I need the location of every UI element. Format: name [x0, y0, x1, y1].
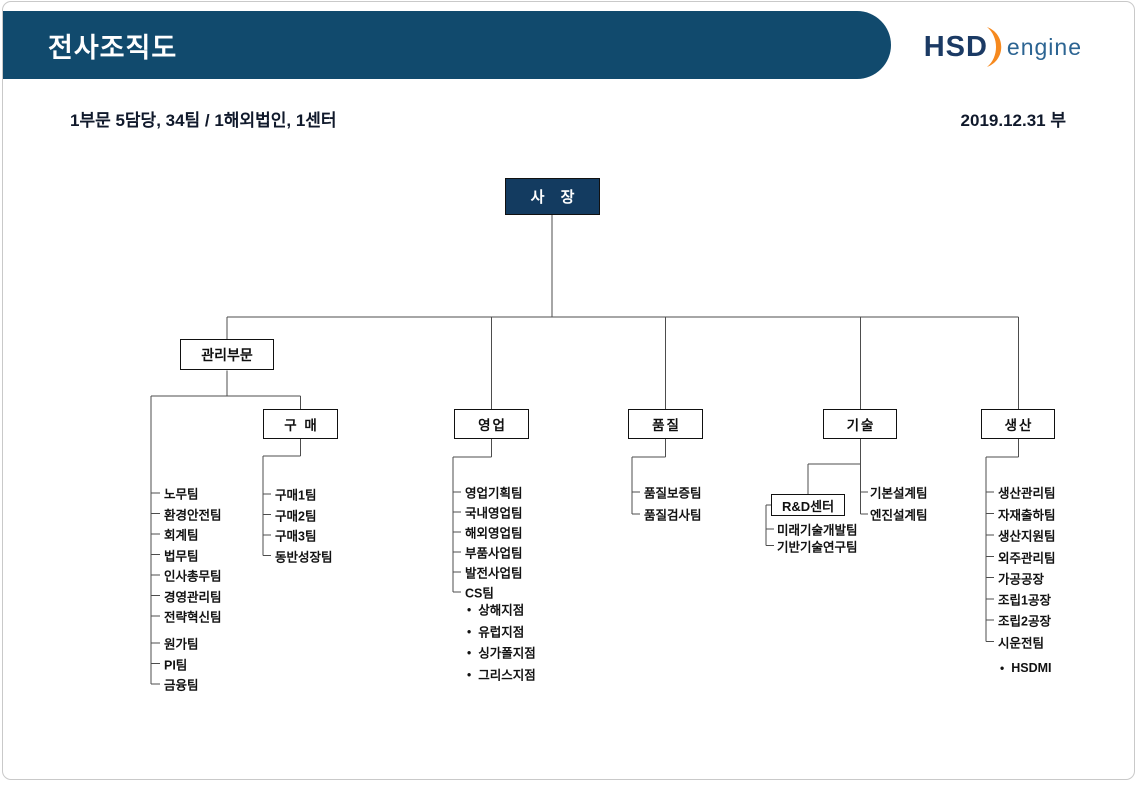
team-label: 원가팀: [164, 637, 199, 652]
team-label: PI팀: [164, 658, 188, 672]
subsidiary-label: • HSDMI: [1000, 661, 1051, 675]
team-label: CS팀: [465, 586, 494, 601]
team-label: 법무팀: [164, 549, 199, 563]
team-label: 조립2공장: [998, 614, 1051, 629]
effective-date: 2019.12.31 부: [960, 111, 1066, 130]
team-label: 발전사업팀: [465, 566, 523, 581]
technology-dept-box: 기술: [823, 409, 897, 439]
team-label: 품질보증팀: [644, 486, 702, 501]
header-banner: 전사조직도: [3, 11, 891, 79]
team-label: 노무팀: [164, 487, 199, 502]
branch-label: • 싱가폴지점: [467, 643, 536, 662]
team-label: 환경안전팀: [164, 508, 222, 522]
branch-name: 유럽지점: [478, 625, 525, 640]
sales-dept-box: 영업: [454, 409, 529, 439]
connector-lines: [150, 215, 1019, 685]
team-label: 가공공장: [998, 572, 1045, 586]
team-label: 생산관리팀: [998, 486, 1056, 501]
subsidiary-name: HSDMI: [1011, 660, 1052, 675]
team-label: 자재출하팀: [998, 508, 1056, 522]
team-label: 영업기획팀: [465, 486, 523, 501]
team-label: 구매2팀: [275, 509, 317, 523]
branch-name: 그리스지점: [478, 668, 536, 683]
production-dept-box: 생산: [981, 409, 1055, 439]
bullet-icon: •: [1000, 660, 1005, 675]
team-label: 동반성장팀: [275, 550, 333, 564]
bullet-icon: •: [467, 645, 472, 659]
team-label: 엔진설계팀: [870, 508, 928, 523]
page-title: 전사조직도: [48, 32, 178, 63]
hsd-engine-logo: HSD engine: [924, 26, 1082, 68]
team-label: 회계팀: [164, 528, 199, 543]
team-label: 경영관리팀: [164, 590, 222, 604]
team-label: 생산지원팀: [998, 529, 1056, 544]
president-box: 사 장: [505, 178, 600, 215]
bullet-icon: •: [467, 667, 472, 681]
branch-label: • 상해지점: [467, 600, 524, 619]
org-summary-text: 1부문 5담당, 34팀 / 1해외법인, 1센터: [70, 111, 337, 130]
team-label: 해외영업팀: [465, 526, 523, 541]
team-label: 조립1공장: [998, 593, 1051, 608]
branch-name: 싱가폴지점: [478, 646, 536, 661]
team-label: 인사총무팀: [164, 569, 222, 584]
admin-division-box: 관리부문: [180, 339, 274, 370]
team-label: 국내영업팀: [465, 506, 523, 521]
logo-engine-text: engine: [1006, 33, 1082, 60]
bullet-icon: •: [467, 624, 472, 638]
team-label: 미래기술개발팀: [777, 523, 858, 538]
team-label: 품질검사팀: [644, 508, 702, 523]
branch-label: • 그리스지점: [467, 665, 536, 684]
team-label: 전략혁신팀: [164, 610, 222, 625]
hsd-swoosh-icon: [986, 27, 1002, 67]
rnd-center-box: R&D센터: [771, 494, 845, 516]
team-label: 구매3팀: [275, 529, 317, 544]
team-label: 부품사업팀: [465, 546, 523, 561]
branch-name: 상해지점: [478, 603, 525, 618]
team-label: 금융팀: [164, 678, 199, 693]
purchasing-dept-box: 구 매: [263, 409, 338, 439]
branch-label: • 유럽지점: [467, 622, 524, 641]
team-label: 외주관리팀: [998, 551, 1056, 565]
logo-hsd-text: HSD: [923, 30, 988, 63]
bullet-icon: •: [467, 602, 472, 616]
quality-dept-box: 품질: [628, 409, 703, 439]
team-label: 기반기술연구팀: [777, 540, 858, 554]
team-label: 구매1팀: [275, 488, 317, 503]
team-label: 시운전팀: [998, 636, 1045, 650]
team-label: 기본설계팀: [870, 486, 928, 501]
